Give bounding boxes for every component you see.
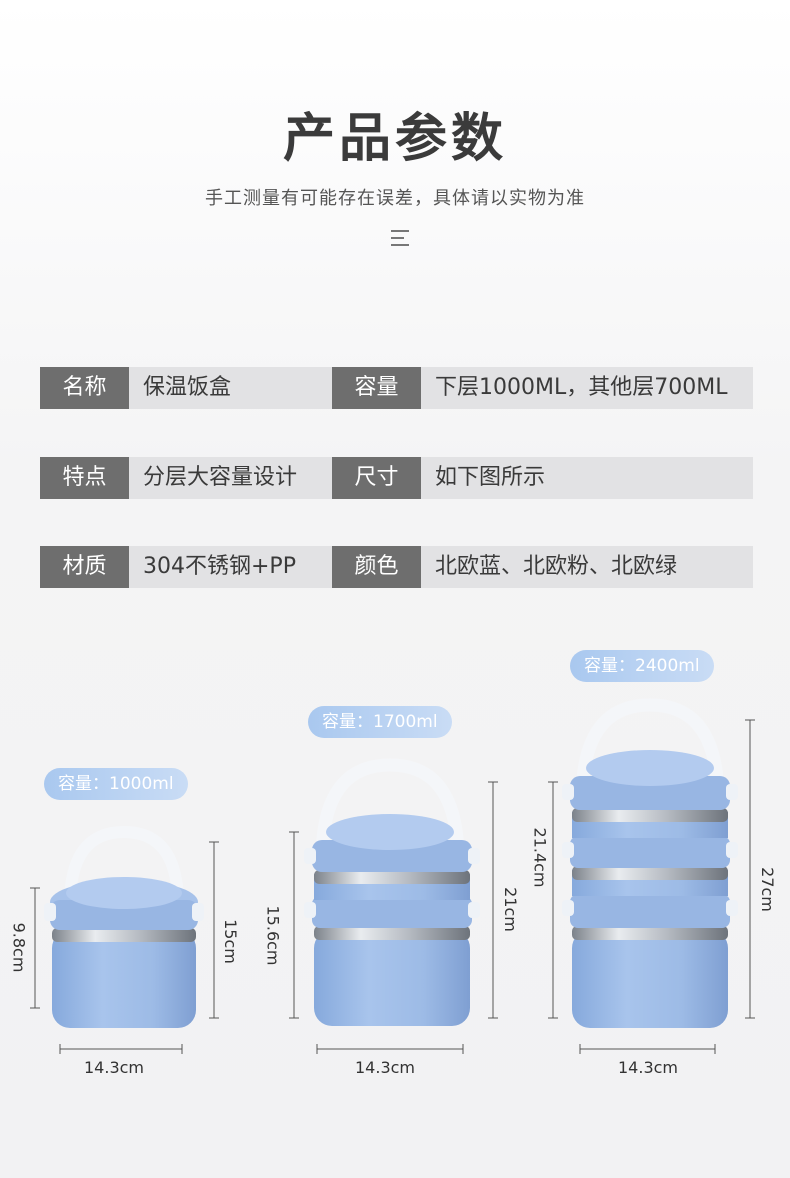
spec-value: 北欧蓝、北欧粉、北欧绿 <box>421 546 753 588</box>
spec-label: 材质 <box>40 546 129 588</box>
spec-value: 分层大容量设计 <box>129 457 332 499</box>
page-title: 产品参数 <box>282 109 507 169</box>
height-label: 15.6cm <box>263 905 283 966</box>
height-label: 27cm <box>757 867 777 912</box>
spec-row-feature: 特点 分层大容量设计 尺寸 如下图所示 <box>40 457 753 499</box>
spec-value: 保温饭盒 <box>129 367 332 409</box>
menu-lines-icon <box>391 230 411 248</box>
lunchbox-2-layer <box>304 758 480 1026</box>
spec-label: 颜色 <box>332 546 421 588</box>
lunchbox-3-layer <box>562 698 738 1028</box>
spec-value: 如下图所示 <box>421 457 753 499</box>
spec-label: 特点 <box>40 457 129 499</box>
height-label: 21.4cm <box>530 827 550 888</box>
width-label: 14.3cm <box>355 1058 416 1077</box>
width-label: 14.3cm <box>84 1058 145 1077</box>
height-label: 21cm <box>500 887 520 932</box>
capacity-badge: 容量：1700ml <box>308 706 452 738</box>
page-subtitle: 手工测量有可能存在误差，具体请以实物为准 <box>205 188 585 209</box>
spec-label: 尺寸 <box>332 457 421 499</box>
spec-row-name: 名称 保温饭盒 容量 下层1000ML，其他层700ML <box>40 367 753 409</box>
spec-row-material: 材质 304不锈钢+PP 颜色 北欧蓝、北欧粉、北欧绿 <box>40 546 753 588</box>
height-label: 9.8cm <box>9 922 29 973</box>
spec-label: 容量 <box>332 367 421 409</box>
spec-value: 下层1000ML，其他层700ML <box>421 367 753 409</box>
capacity-badge: 容量：2400ml <box>570 650 714 682</box>
spec-label: 名称 <box>40 367 129 409</box>
spec-value: 304不锈钢+PP <box>129 546 332 588</box>
lunchbox-1-layer <box>44 825 204 1028</box>
capacity-badge: 容量：1000ml <box>44 768 188 800</box>
height-label: 15cm <box>220 919 240 964</box>
dimension-lines <box>30 719 755 1054</box>
width-label: 14.3cm <box>618 1058 679 1077</box>
